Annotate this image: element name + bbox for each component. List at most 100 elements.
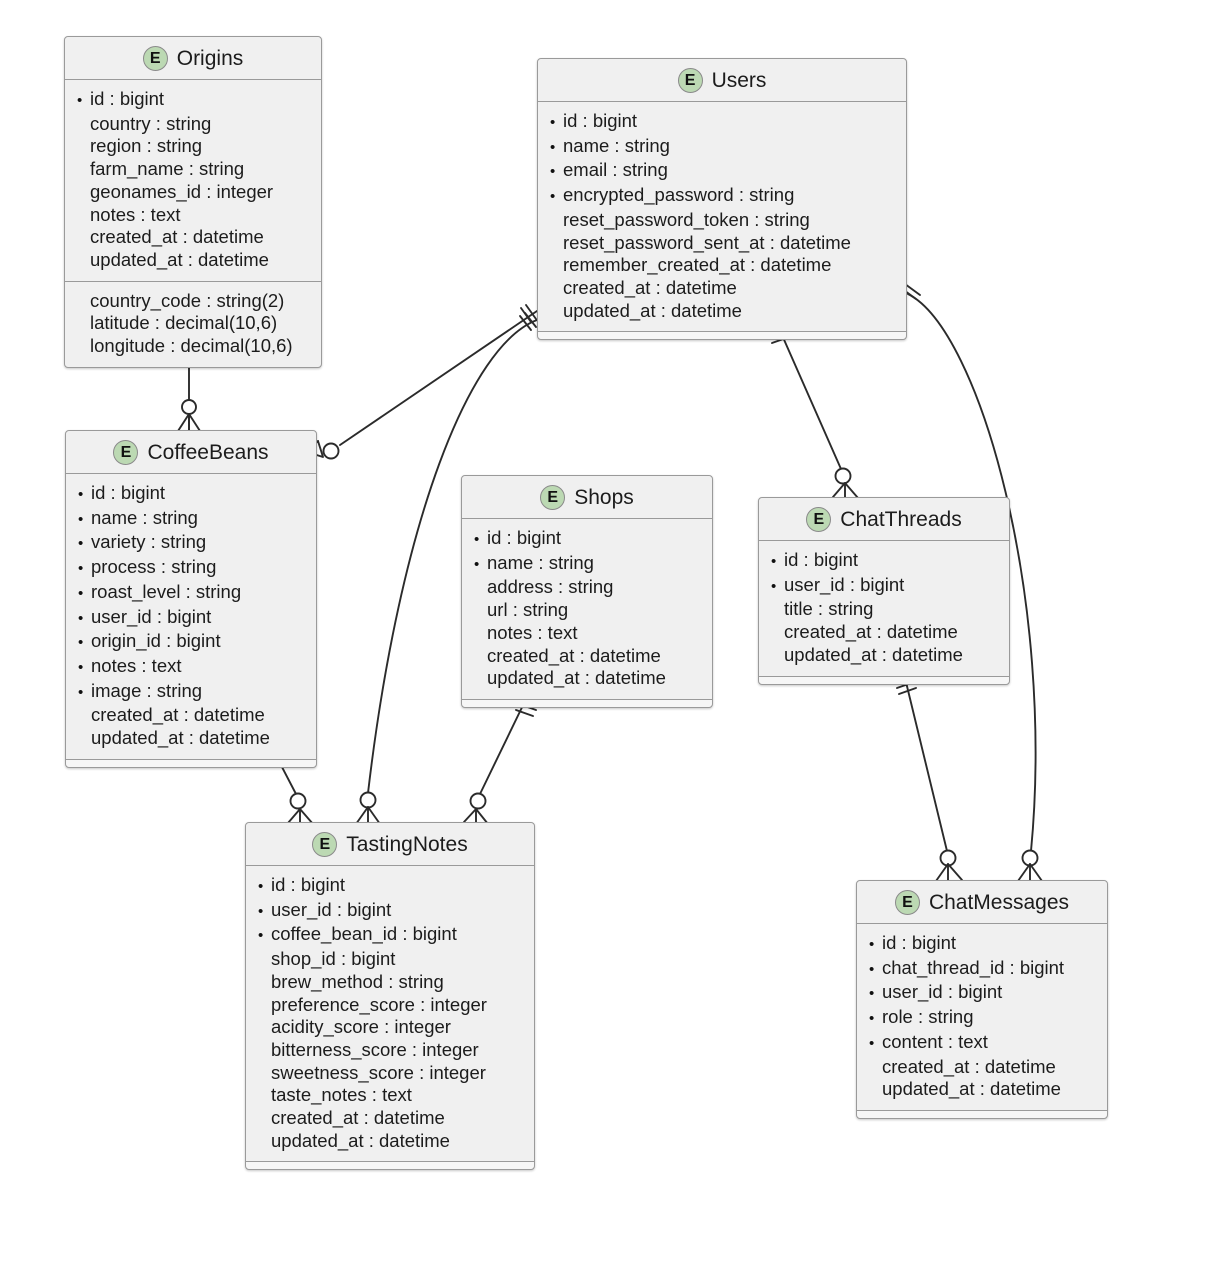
key-bullet-icon — [78, 484, 91, 507]
entity-field: geonames_id : integer — [77, 181, 309, 204]
field-label: variety : string — [91, 531, 207, 553]
entity-field: brew_method : string — [258, 971, 522, 994]
key-bullet-icon — [258, 901, 271, 924]
field-group: id : bigint name : string address : string… — [462, 519, 712, 699]
entity-field: id : bigint — [771, 549, 997, 574]
entity-field: updated_at : datetime — [77, 249, 309, 272]
field-label: name : string — [487, 551, 594, 573]
field-label: user_id : bigint — [784, 573, 905, 595]
key-bullet-icon — [474, 529, 487, 552]
key-bullet-icon — [550, 112, 563, 135]
entity-field: coffee_bean_id : bigint — [258, 923, 522, 948]
entity-field: reset_password_token : string — [550, 209, 894, 232]
entity-badge-icon: E — [113, 440, 139, 465]
entity-field: farm_name : string — [77, 158, 309, 181]
field-label: user_id : bigint — [91, 605, 212, 627]
field-label: acidity_score : integer — [271, 1016, 451, 1038]
entity-coffeebeans[interactable]: E CoffeeBeans id : bigint name : stringvari… — [65, 430, 317, 768]
entity-header-coffeebeans: E CoffeeBeans — [66, 431, 316, 474]
field-label: taste_notes : text — [271, 1084, 412, 1106]
field-label: id : bigint — [487, 527, 562, 548]
key-bullet-icon — [78, 509, 91, 532]
field-label: created_at : datetime — [487, 644, 661, 666]
entity-field: shop_id : bigint — [258, 948, 522, 971]
field-label: url : string — [487, 599, 569, 621]
field-group: id : bigint name : stringvariety : string… — [66, 474, 316, 759]
field-label: geonames_id : integer — [90, 180, 274, 202]
entity-field: sweetness_score : integer — [258, 1062, 522, 1085]
entity-tastingnotes[interactable]: ETastingNotesid : bigintuser_id : bigint… — [245, 822, 535, 1171]
entity-field: id : bigint — [78, 482, 304, 507]
entity-field: updated_at : datetime — [78, 727, 304, 750]
field-group: id : bigint user_id : bigint title : strin… — [759, 541, 1009, 676]
field-label: latitude : decimal(10,6) — [90, 312, 278, 334]
entity-badge-icon: E — [540, 485, 566, 510]
entity-field: longitude : decimal(10,6) — [77, 335, 309, 358]
entity-chatmessages[interactable]: EChatMessagesid : bigintchat_thread_id :… — [856, 880, 1108, 1119]
entity-users[interactable]: EUsersid : bigintname : stringemail : st… — [537, 58, 907, 341]
entity-field: title : string — [771, 598, 997, 621]
entity-badge-icon: E — [806, 507, 832, 532]
field-label: preference_score : integer — [271, 993, 487, 1015]
field-label: longitude : decimal(10,6) — [90, 335, 293, 357]
field-label: country : string — [90, 112, 212, 134]
field-group: country_code : string(2)latitude : decim… — [65, 280, 321, 367]
entity-field: user_id : bigint — [771, 574, 997, 599]
entity-field: created_at : datetime — [77, 226, 309, 249]
field-label: image : string — [91, 679, 203, 701]
entity-field: user_id : bigint — [78, 606, 304, 631]
entity-field: id : bigint — [869, 932, 1095, 957]
key-bullet-icon — [258, 925, 271, 948]
entity-title: ChatThreads — [840, 507, 962, 531]
field-label: created_at : datetime — [882, 1055, 1056, 1077]
entity-field: user_id : bigint — [869, 981, 1095, 1006]
entity-footer — [857, 1109, 1107, 1118]
entity-field: created_at : datetime — [258, 1107, 522, 1130]
field-label: created_at : datetime — [563, 276, 737, 298]
field-label: chat_thread_id : bigint — [882, 956, 1065, 978]
field-label: notes : text — [90, 203, 181, 225]
entity-field: created_at : datetime — [474, 645, 700, 668]
field-group: id : bigintuser_id : bigintcoffee_bean_i… — [246, 866, 534, 1161]
key-bullet-icon — [869, 1008, 882, 1031]
field-label: coffee_bean_id : bigint — [271, 923, 457, 945]
entity-field: process : string — [78, 556, 304, 581]
entity-field: updated_at : datetime — [771, 644, 997, 667]
field-label: origin_id : bigint — [91, 630, 221, 652]
entity-field: encrypted_password : string — [550, 184, 894, 209]
entity-field: created_at : datetime — [869, 1056, 1095, 1079]
edge-shops-tastingnotes — [463, 696, 537, 825]
field-label: updated_at : datetime — [882, 1078, 1061, 1100]
field-label: role : string — [882, 1006, 974, 1028]
field-label: created_at : datetime — [90, 226, 264, 248]
field-label: bitterness_score : integer — [271, 1038, 479, 1060]
entity-field: image : string — [78, 680, 304, 705]
key-bullet-icon — [78, 657, 91, 680]
field-label: user_id : bigint — [271, 898, 392, 920]
entity-field: name : string — [78, 507, 304, 532]
entity-chatthreads[interactable]: E ChatThreads id : bigint user_id : bigint t… — [758, 497, 1010, 685]
entity-title: CoffeeBeans — [147, 440, 269, 464]
entity-field: country : string — [77, 113, 309, 136]
entity-field: updated_at : datetime — [869, 1078, 1095, 1101]
field-label: reset_password_token : string — [563, 208, 810, 230]
entity-field: notes : text — [474, 622, 700, 645]
field-label: title : string — [784, 598, 874, 620]
field-label: id : bigint — [784, 549, 859, 570]
key-bullet-icon — [869, 1033, 882, 1056]
entity-badge-icon: E — [894, 890, 920, 915]
field-label: id : bigint — [91, 482, 166, 503]
field-label: id : bigint — [90, 88, 165, 109]
entity-field: address : string — [474, 576, 700, 599]
entity-field: updated_at : datetime — [474, 667, 700, 690]
entity-field: updated_at : datetime — [258, 1130, 522, 1153]
key-bullet-icon — [77, 90, 90, 113]
entity-field: taste_notes : text — [258, 1084, 522, 1107]
entity-field: roast_level : string — [78, 581, 304, 606]
field-label: created_at : datetime — [91, 704, 265, 726]
